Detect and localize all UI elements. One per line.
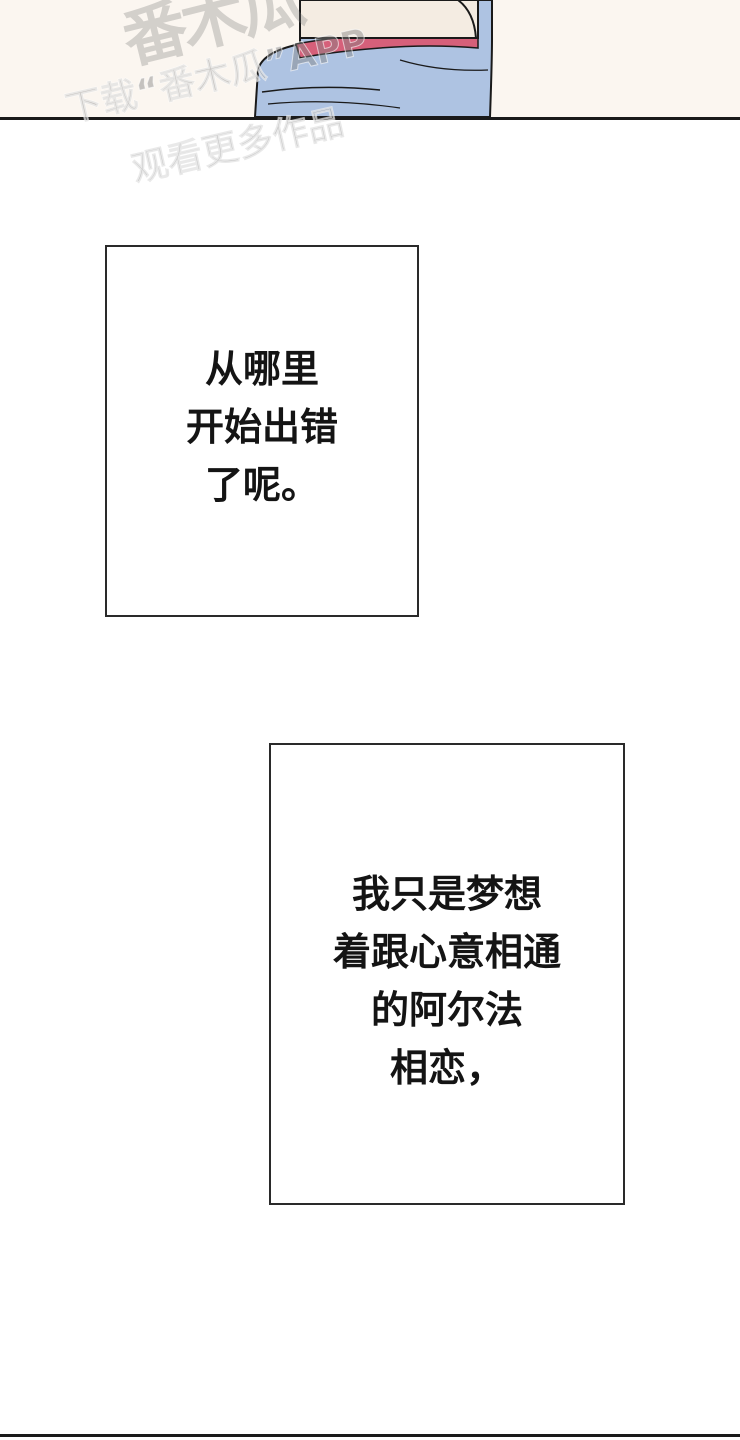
comic-panel-top bbox=[0, 0, 740, 117]
narration-box-1: 从哪里 开始出错 了呢。 bbox=[105, 245, 419, 617]
narration-box-2: 我只是梦想 着跟心意相通 的阿尔法 相恋， bbox=[269, 743, 625, 1205]
narration-line: 相恋， bbox=[389, 1046, 504, 1090]
narration-text-1: 从哪里 开始出错 了呢。 bbox=[186, 340, 338, 514]
panel-border-bottom bbox=[0, 1434, 740, 1437]
narration-line: 开始出错 bbox=[185, 405, 338, 449]
character-sleeve-illustration bbox=[253, 0, 493, 117]
narration-line: 了呢。 bbox=[204, 463, 319, 507]
narration-line: 的阿尔法 bbox=[370, 988, 523, 1032]
narration-text-2: 我只是梦想 着跟心意相通 的阿尔法 相恋， bbox=[333, 865, 561, 1097]
narration-line: 着跟心意相通 bbox=[332, 930, 561, 974]
panel-border-top bbox=[0, 117, 740, 120]
narration-line: 从哪里 bbox=[204, 347, 319, 391]
narration-line: 我只是梦想 bbox=[351, 872, 542, 916]
